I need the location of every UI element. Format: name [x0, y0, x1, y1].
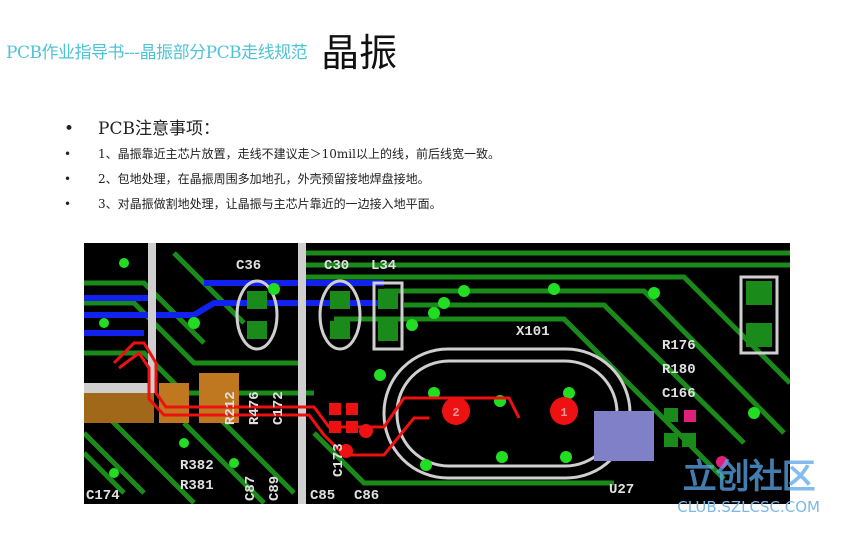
- slide-header: PCB作业指导书---晶振部分PCB走线规范 晶振: [6, 30, 397, 76]
- label-c87: C87: [243, 476, 259, 501]
- label-x101: X101: [516, 324, 550, 340]
- label-r212: R212: [223, 391, 239, 425]
- note-item: 3、对晶振做割地处理，让晶振与主芯片靠近的一边接入地平面。: [62, 196, 500, 221]
- slide-subtitle: 晶振: [321, 31, 398, 75]
- pad-1-label: 1: [560, 406, 567, 420]
- label-c166: C166: [662, 386, 696, 402]
- slide-title: PCB作业指导书---晶振部分PCB走线规范: [6, 43, 308, 63]
- notes-list: PCB注意事项： 1、晶振靠近主芯片放置，走线不建议走＞10mil以上的线，前后…: [62, 118, 500, 221]
- green-traces: [84, 250, 790, 504]
- watermark-url: CLUB.SZLCSC.COM: [677, 498, 820, 516]
- label-c172: C172: [271, 391, 287, 425]
- notes-heading: PCB注意事项：: [62, 118, 500, 146]
- watermark-logo: 立创社区: [682, 457, 816, 497]
- vias: [99, 258, 760, 478]
- label-c30: C30: [324, 258, 349, 274]
- label-r180: R180: [662, 362, 696, 378]
- label-r381: R381: [180, 478, 214, 494]
- label-c89: C89: [267, 476, 283, 501]
- label-c85: C85: [310, 488, 335, 504]
- pads: [247, 281, 772, 447]
- label-u27: U27: [609, 482, 634, 498]
- crystal-signal-traces: [112, 341, 521, 457]
- label-c174: C174: [86, 488, 120, 504]
- note-item: 1、晶振靠近主芯片放置，走线不建议走＞10mil以上的线，前后线宽一致。: [62, 146, 500, 171]
- label-c36: C36: [236, 258, 261, 274]
- label-r476: R476: [247, 391, 263, 425]
- label-c86: C86: [354, 488, 379, 504]
- label-r382: R382: [180, 458, 214, 474]
- component-labels: C36 C30 L34 X101 R176 R180 C166 R382 R38…: [86, 258, 696, 504]
- label-c173: C173: [331, 443, 347, 477]
- watermark: 立创社区 CLUB.SZLCSC.COM: [677, 458, 820, 516]
- crystal-pads: [329, 397, 578, 458]
- label-l34: L34: [371, 258, 396, 274]
- note-item: 2、包地处理，在晶振周围多加地孔，外壳预留接地焊盘接地。: [62, 171, 500, 196]
- pcb-layout-image: 2 1 C36 C30 L34 X101 R176 R180 C166 R382…: [84, 243, 790, 504]
- label-r176: R176: [662, 338, 696, 354]
- pad-2-label: 2: [452, 406, 459, 420]
